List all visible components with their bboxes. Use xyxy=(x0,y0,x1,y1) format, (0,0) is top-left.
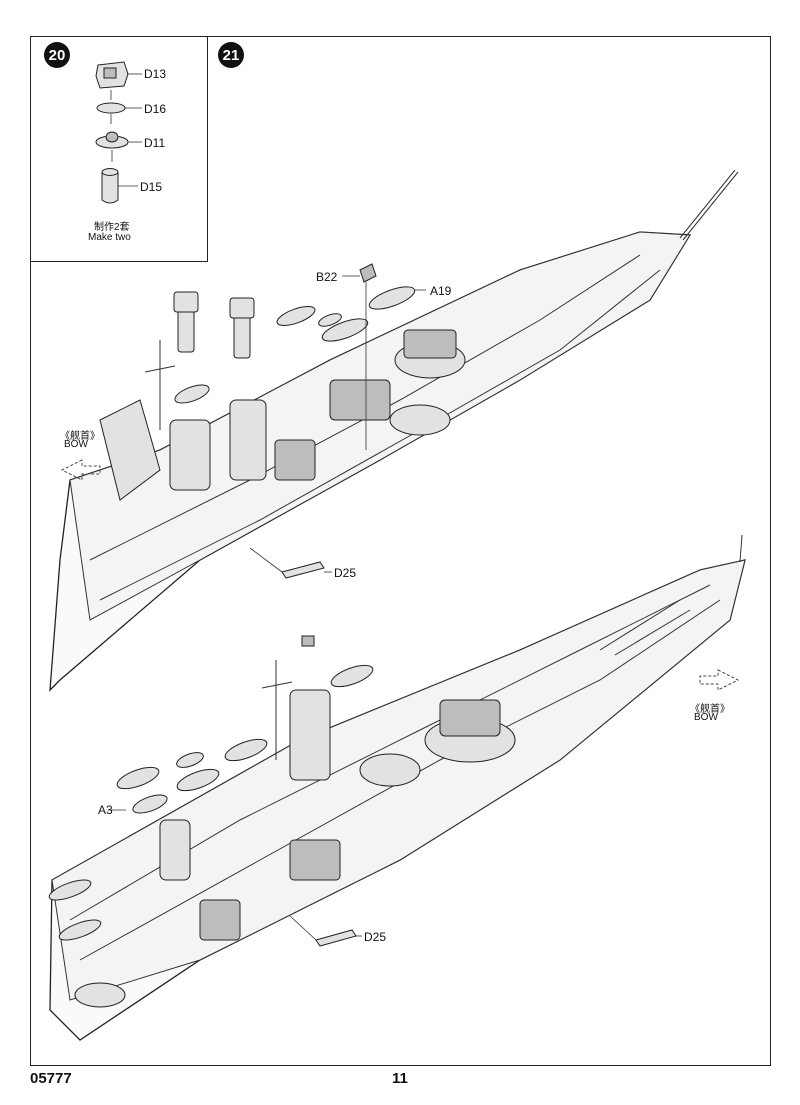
bow-label-en-upper: BOW xyxy=(64,439,88,450)
bow-label-cn-lower: 《舰首》 xyxy=(690,704,730,715)
page-number: 11 xyxy=(392,1070,408,1087)
kit-code: 05777 xyxy=(30,1070,72,1087)
part-label-a19: A19 xyxy=(430,284,452,298)
page-frame xyxy=(30,36,771,1066)
part-label-d11: D11 xyxy=(144,136,166,150)
step-20-assembly-drawing xyxy=(95,61,142,204)
make-two-note-en: Make two xyxy=(88,232,131,243)
part-label-d25-lower: D25 xyxy=(364,930,387,944)
step-21-number-badge: 21 xyxy=(218,42,244,68)
part-label-d16: D16 xyxy=(144,102,167,116)
make-two-note-cn: 制作2套 xyxy=(94,222,130,233)
bow-label-cn-upper: 《舰首》 xyxy=(60,431,100,442)
step-21-lower-ship-drawing xyxy=(48,534,746,1041)
part-label-d25-upper: D25 xyxy=(334,566,357,580)
part-label-d13: D13 xyxy=(144,67,167,81)
part-label-a3: A3 xyxy=(98,803,113,817)
part-label-b22: B22 xyxy=(316,270,338,284)
step-20-number-badge: 20 xyxy=(44,42,70,68)
bow-label-en-lower: BOW xyxy=(694,712,718,723)
part-label-d15: D15 xyxy=(140,180,163,194)
step-21-upper-ship-drawing xyxy=(49,169,739,692)
step-20-box xyxy=(30,36,208,262)
